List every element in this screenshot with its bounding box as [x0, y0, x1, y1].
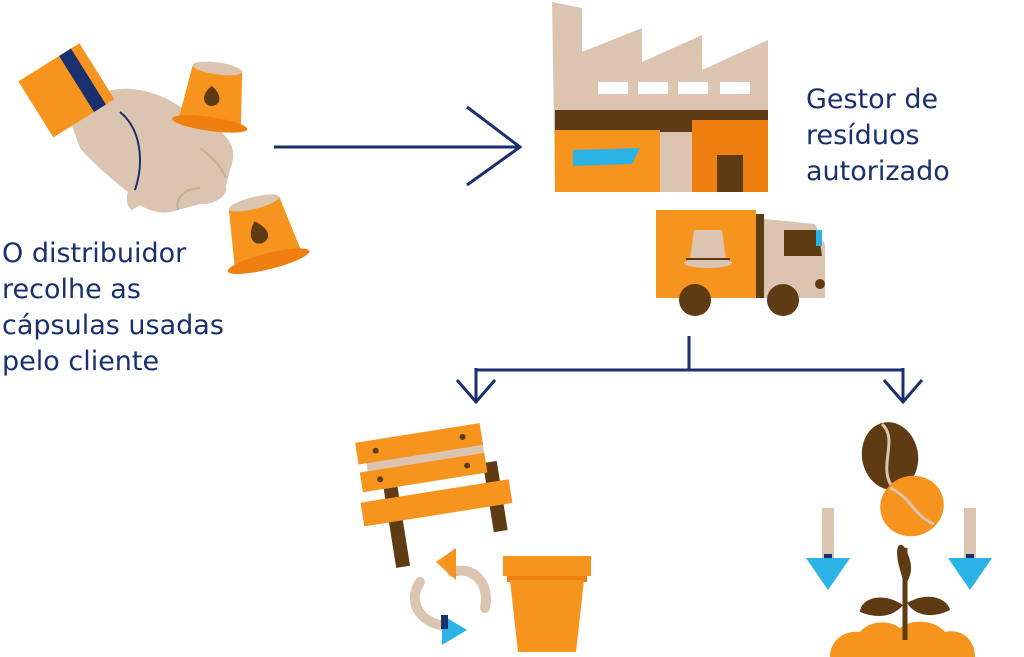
- arrow-right-icon: [274, 105, 523, 187]
- distributor-label-line: pelo cliente: [2, 346, 160, 377]
- branch-arrow-icon: [455, 336, 924, 405]
- recycle-icon: [409, 548, 491, 645]
- truck-icon: [656, 210, 825, 316]
- capsule-icon: [227, 194, 310, 274]
- capsule-icon: [172, 61, 248, 133]
- arrow-down-icon: [806, 508, 850, 590]
- coffee-bean-icon: [861, 422, 944, 537]
- flowerpot-icon: [503, 556, 591, 652]
- distributor-label-line: cápsulas usadas: [2, 310, 224, 341]
- bench-icon: [355, 423, 513, 568]
- factory-icon: [552, 2, 768, 192]
- arrow-down-icon: [948, 508, 992, 590]
- distributor-label-line: recolhe as: [2, 274, 141, 305]
- waste-manager-label-line: autorizado: [806, 156, 950, 187]
- waste-manager-label-line: Gestor de: [806, 84, 939, 115]
- waste-manager-label-line: resíduos: [806, 120, 920, 151]
- waste-manager-label: Gestor de resíduos autorizado: [806, 82, 950, 190]
- distributor-label-line: O distribuidor: [2, 238, 187, 269]
- seedling-icon: [830, 544, 975, 657]
- distributor-label: O distribuidor recolhe as cápsulas usada…: [2, 236, 224, 380]
